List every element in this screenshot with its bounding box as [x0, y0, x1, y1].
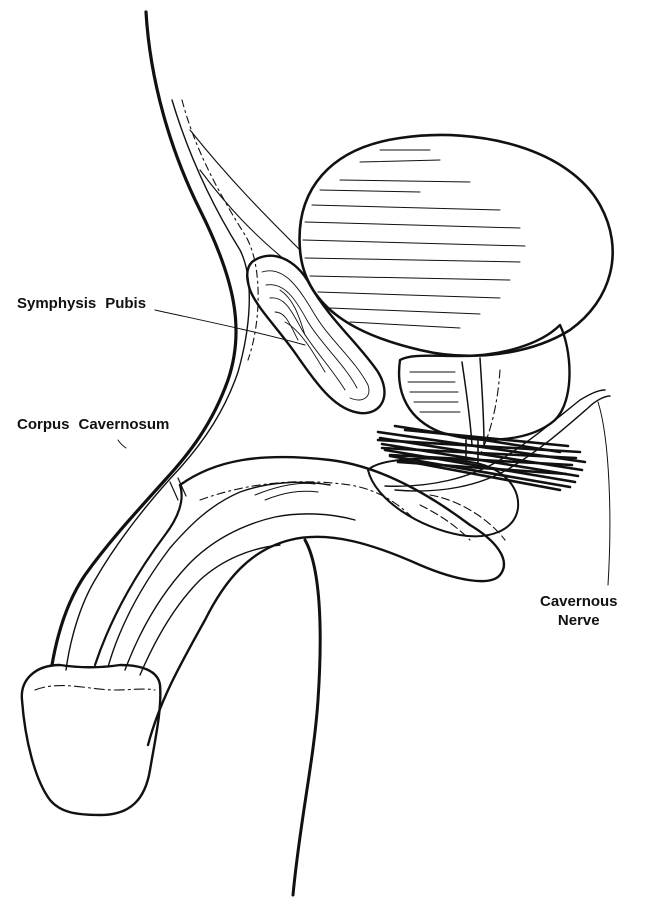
- label-cavernous-nerve-word2: Nerve: [540, 611, 618, 630]
- label-corpus-cavernosum: Corpus Cavernosum: [17, 415, 169, 434]
- prostate: [399, 325, 569, 455]
- corpus-cavernosum: [95, 457, 504, 745]
- label-corpus-cavernosum-word1: Corpus: [17, 416, 70, 433]
- label-cavernous-nerve: Cavernous Nerve: [540, 592, 618, 630]
- label-symphysis-pubis: Symphysis Pubis: [17, 294, 146, 313]
- body-wall-outline: [52, 12, 320, 895]
- symphysis-pubis-bone: [247, 256, 384, 413]
- leader-cavernous-nerve: [598, 402, 610, 585]
- label-cavernous-nerve-word1: Cavernous: [540, 592, 618, 611]
- bladder: [300, 135, 613, 356]
- label-corpus-cavernosum-word2: Cavernosum: [79, 416, 170, 433]
- cavernous-nerve: [385, 390, 610, 540]
- label-symphysis-pubis-word1: Symphysis: [17, 295, 96, 312]
- fascia-lines: [190, 130, 300, 260]
- urogenital-diaphragm: [378, 426, 585, 490]
- glans: [22, 665, 161, 815]
- leader-corpus-cavernosum: [118, 440, 126, 448]
- leader-symphysis-pubis: [155, 310, 305, 345]
- label-symphysis-pubis-word2: Pubis: [105, 295, 146, 312]
